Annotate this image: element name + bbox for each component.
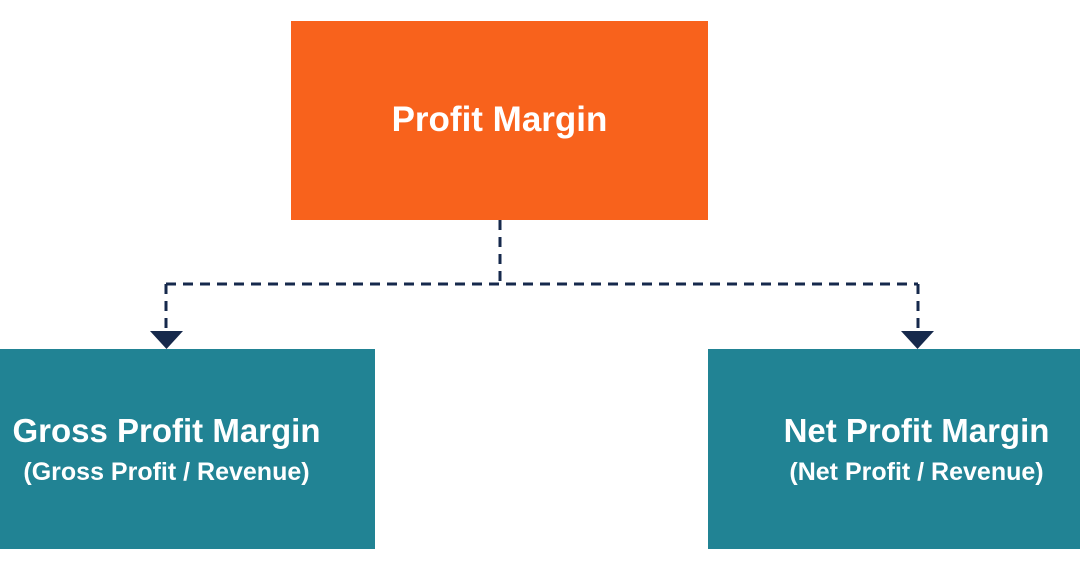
node-profit-margin: Profit Margin <box>291 21 708 220</box>
arrow-down-right-icon <box>901 331 934 349</box>
node-net-profit-margin-formula: (Net Profit / Revenue) <box>789 457 1044 486</box>
node-net-profit-margin: Net Profit Margin (Net Profit / Revenue) <box>708 349 1080 549</box>
node-gross-profit-margin-formula: (Gross Profit / Revenue) <box>23 457 310 486</box>
arrow-down-left-icon <box>150 331 183 349</box>
node-profit-margin-label: Profit Margin <box>391 100 608 140</box>
node-gross-profit-margin-title: Gross Profit Margin <box>12 411 321 449</box>
node-gross-profit-margin: Gross Profit Margin (Gross Profit / Reve… <box>0 349 375 549</box>
node-net-profit-margin-title: Net Profit Margin <box>783 411 1050 449</box>
